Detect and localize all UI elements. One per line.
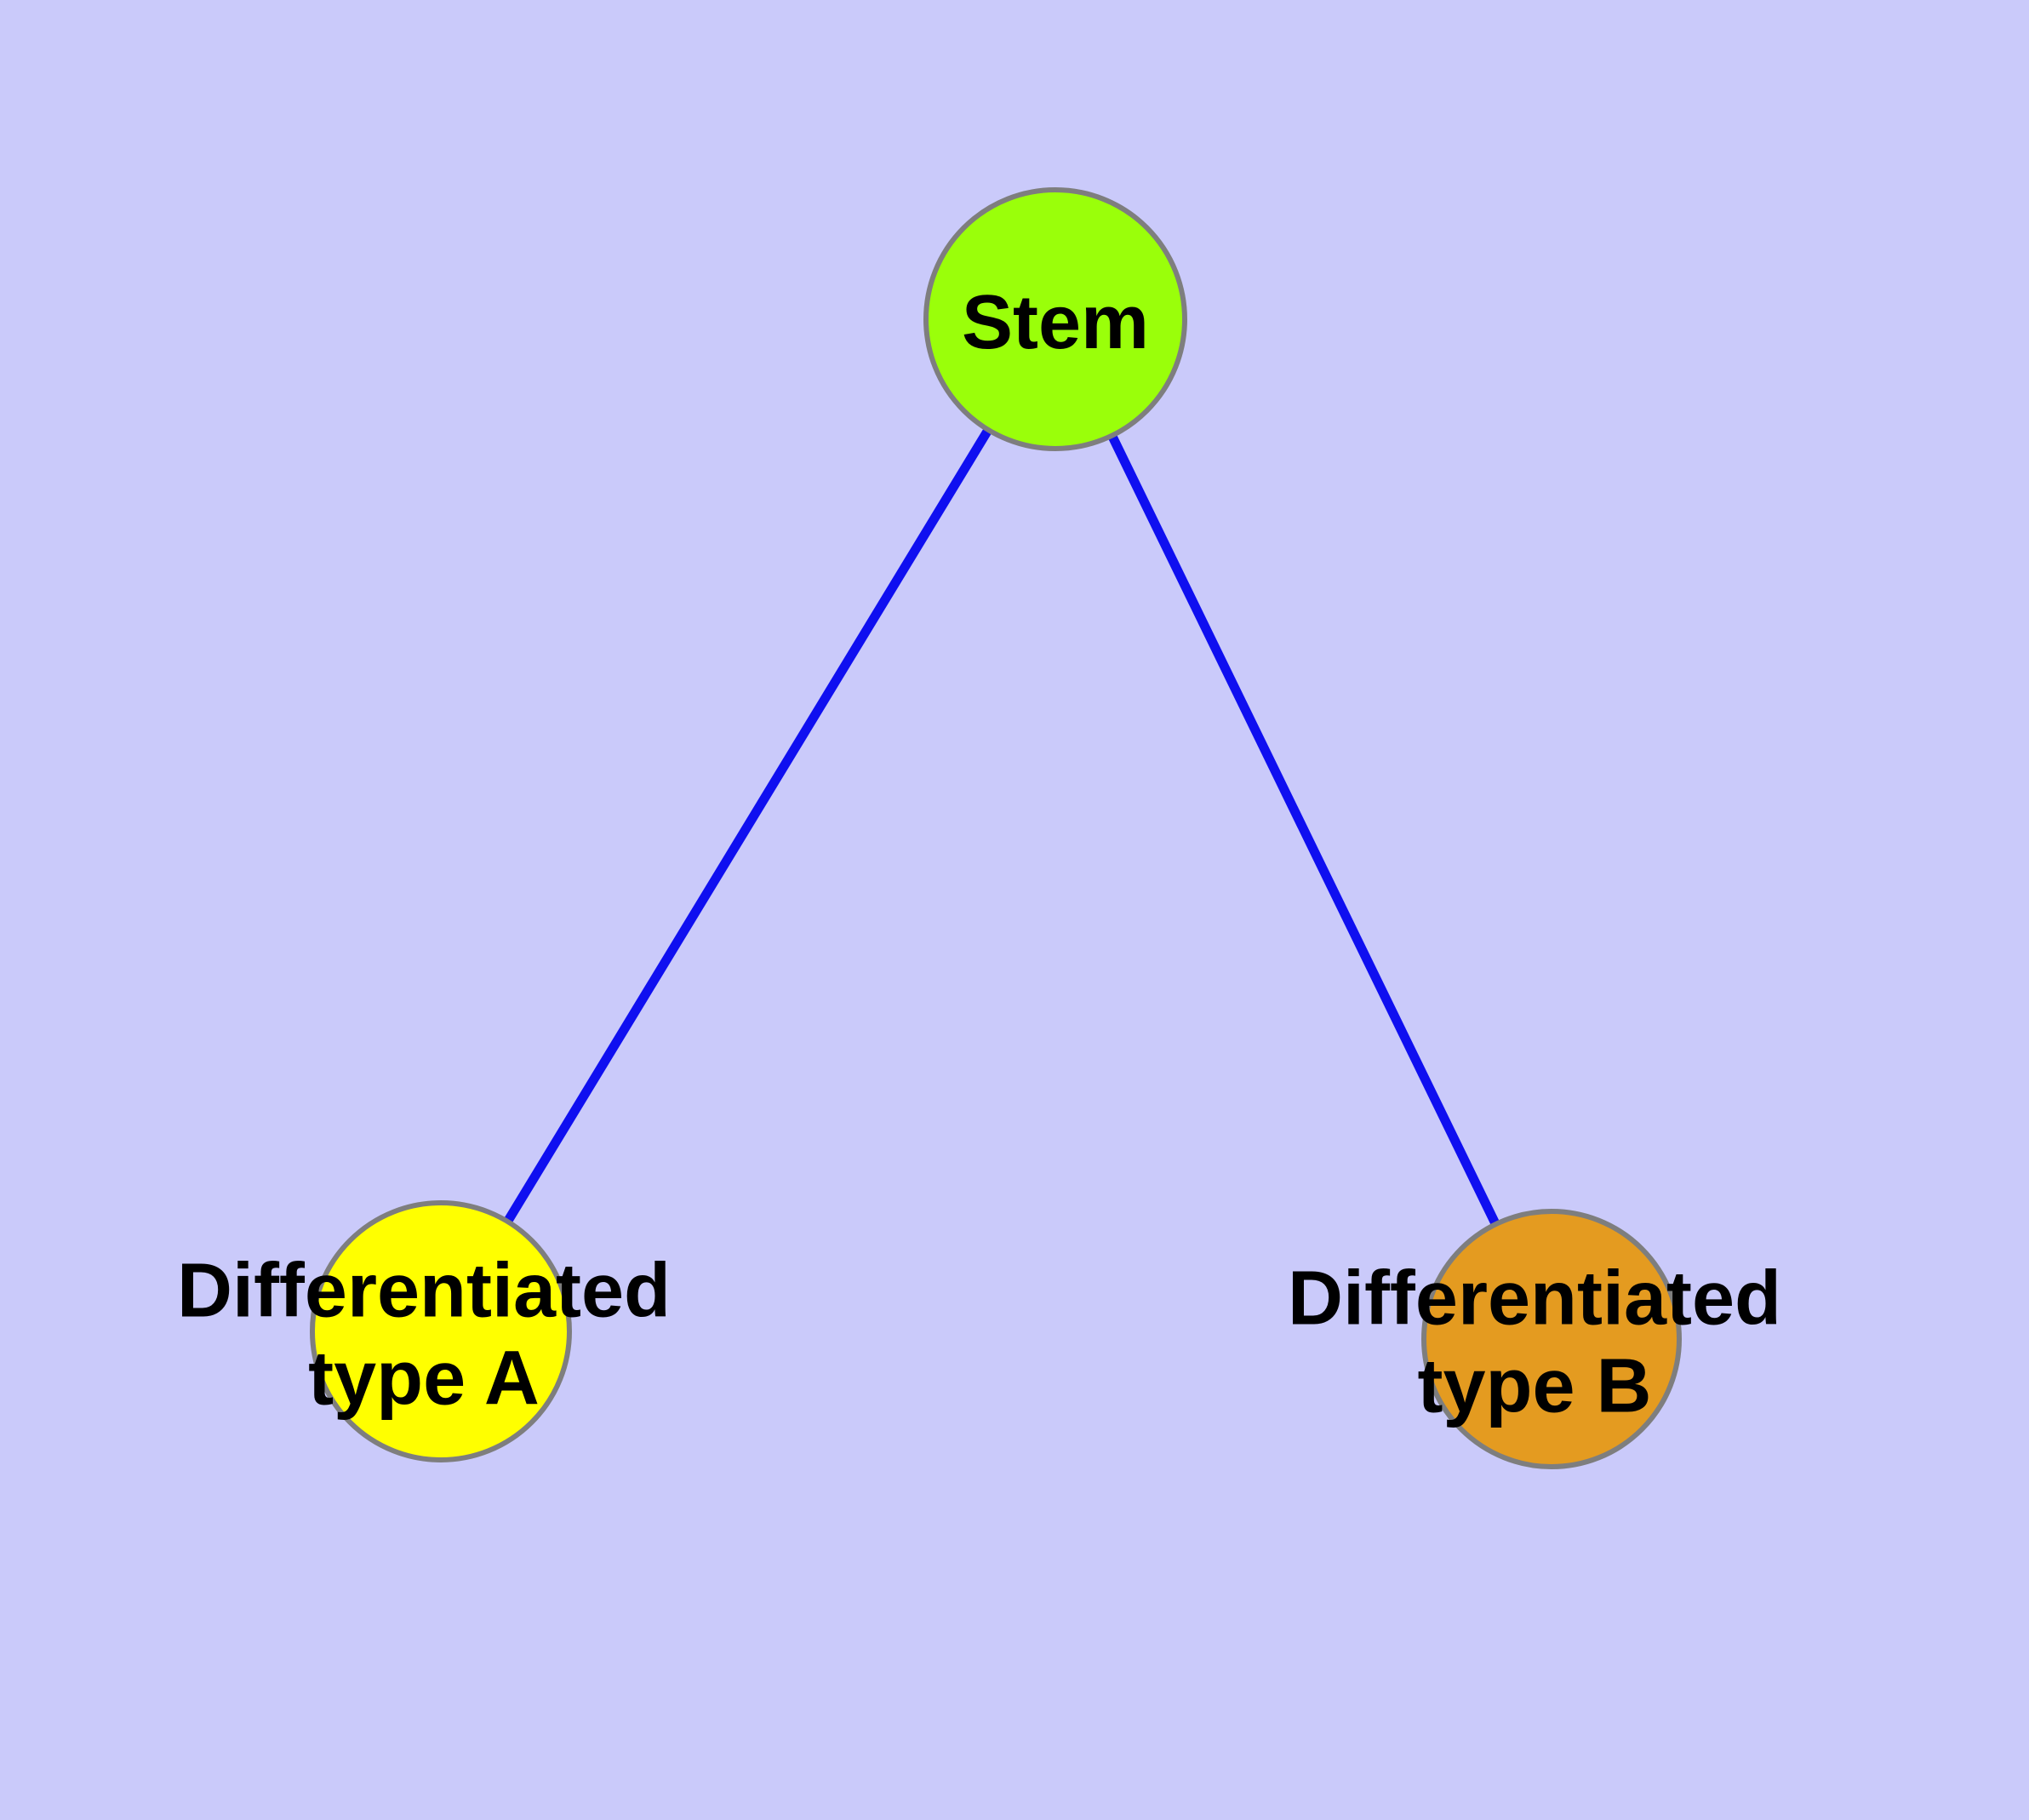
- edge-stem-to-diff-type-a: [437, 317, 1060, 1334]
- node-stem: [923, 187, 1187, 451]
- edges-layer: [437, 317, 1556, 1342]
- node-label-line: type A: [308, 1336, 540, 1422]
- node-diff-type-b: [1421, 1209, 1682, 1469]
- node-diff-type-a: [310, 1200, 572, 1462]
- node-label-line: type B: [1417, 1344, 1651, 1429]
- edge-stem-to-diff-type-b: [1051, 317, 1556, 1342]
- node-label-stem: Stem: [962, 280, 1149, 365]
- nodes-layer: [310, 187, 1682, 1469]
- node-label-line: Differentiated: [177, 1249, 671, 1334]
- node-label-line: Stem: [962, 280, 1149, 365]
- node-label-line: Differentiated: [1288, 1256, 1781, 1342]
